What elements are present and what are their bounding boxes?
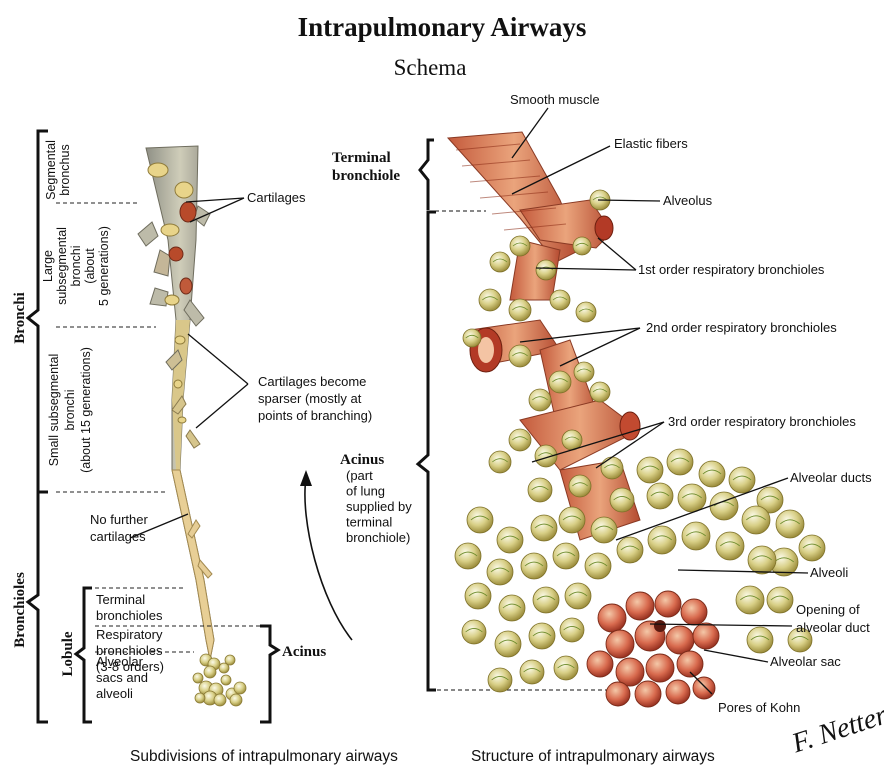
acinus-arrowhead	[300, 470, 312, 486]
large-subsegmental-label: Largesubsegmentalbronchi(about5 generati…	[41, 226, 111, 306]
alveolar-sac-chamber	[626, 592, 654, 620]
alveolar-duct-opening	[654, 620, 666, 632]
small-subsegmental-label: Small subsegmentalbronchi(about 15 gener…	[47, 347, 93, 473]
smooth-muscle-label-line: Smooth muscle	[510, 92, 600, 107]
alveolar-sac-chamber	[587, 651, 613, 677]
alveolar-sac-chamber	[693, 623, 719, 649]
acinus-note-line: terminal	[346, 515, 392, 530]
diagram-subtitle: Schema	[394, 55, 467, 80]
large-subsegmental-label-line: subsegmental	[55, 227, 69, 305]
alveolar-sac-chamber	[666, 626, 694, 654]
second-order-label-line: 2nd order respiratory bronchioles	[646, 320, 837, 335]
first-order-label: 1st order respiratory bronchioles	[638, 262, 825, 277]
bronchi-label: Bronchi	[12, 292, 28, 343]
first-order-label-line: 1st order respiratory bronchioles	[638, 262, 825, 277]
alveolar-sacs-label-line: alveoli	[96, 686, 133, 701]
small-subsegmental-label-line: (about 15 generations)	[79, 347, 93, 473]
no-further-cartilages-label-line: cartilages	[90, 529, 146, 544]
alveolar-sac-chamber	[666, 680, 690, 704]
left-labels: CartilagesCartilages become sparser (most…	[90, 190, 372, 701]
brackets-right	[418, 140, 436, 690]
alveolar-sacs-label-line: sacs and	[96, 670, 148, 685]
alveolar-ducts-label: Alveolar ducts	[790, 470, 872, 485]
signature: F. Netter M.D.	[787, 680, 884, 760]
diagram-title: Intrapulmonary Airways	[298, 12, 587, 42]
cartilages-sparser-label-line: points of branching)	[258, 408, 372, 423]
cartilages-label-line: Cartilages	[247, 190, 306, 205]
cartilages-sparser-label: Cartilages become sparser (mostly at point…	[258, 374, 372, 423]
cartilages-label: Cartilages	[247, 190, 306, 205]
alveolar-sac-label: Alveolar sac	[770, 654, 841, 669]
acinus-label-left: Acinus	[282, 644, 326, 660]
acinus-note-line: supplied by	[346, 499, 412, 514]
acinus-arrow	[305, 478, 352, 640]
large-subsegmental-label-line: 5 generations)	[97, 226, 111, 306]
small-subsegmental-label-text: Small subsegmentalbronchi(about 15 gener…	[47, 347, 93, 473]
third-order-label: 3rd order respiratory bronchioles	[668, 414, 856, 429]
respiratory-bronchioles-label-line: Respiratory	[96, 627, 163, 642]
pores-of-kohn-label: Pores of Kohn	[718, 700, 800, 715]
smooth-muscle-label: Smooth muscle	[510, 92, 600, 107]
terminal-bronchiole-label-line: Terminal	[332, 150, 391, 166]
elastic-fibers-label-line: Elastic fibers	[614, 136, 688, 151]
opening-label: Opening of alveolar duct	[796, 602, 870, 635]
alveolar-sac-chamber	[655, 591, 681, 617]
vertical-subdivision-labels: SegmentalbronchusLargesubsegmentalbronch…	[41, 140, 111, 473]
acinus-note-line: of lung	[346, 484, 385, 499]
alveolar-sac-chamber	[606, 630, 634, 658]
small-subsegmental-label-line: bronchi	[63, 390, 77, 431]
lobule-label: Lobule	[60, 631, 76, 676]
acinus-note-line: bronchiole)	[346, 530, 410, 545]
large-subsegmental-label-line: bronchi	[69, 246, 83, 287]
terminal-bronchiole-label-line: bronchiole	[332, 168, 400, 184]
large-subsegmental-label-line: Large	[41, 250, 55, 282]
acinus-label-right-line: Acinus	[340, 452, 384, 468]
cartilages-sparser-label-line: sparser (mostly at	[258, 391, 362, 406]
alveoli-label: Alveoli	[810, 565, 848, 580]
no-further-cartilages-label: No further cartilages	[90, 512, 148, 544]
alveolar-sac-chamber	[677, 651, 703, 677]
alveolar-sacs-label: Alveolarsacs andalveoli	[96, 654, 148, 701]
alveolus-label-line: Alveolus	[663, 193, 713, 208]
opening-label-line: alveolar duct	[796, 620, 870, 635]
second-order-label: 2nd order respiratory bronchioles	[646, 320, 837, 335]
alveolar-sacs-label-line: Alveolar	[96, 654, 144, 669]
alveolar-sac-chamber	[681, 599, 707, 625]
terminal-bronchioles-label-line: Terminal	[96, 592, 145, 607]
acinus-label-right: Acinus	[340, 452, 384, 468]
right-caption: Structure of intrapulmonary airways	[471, 748, 715, 765]
opening-label-line: Opening of	[796, 602, 860, 617]
segmental-bronchus-label-text: Segmentalbronchus	[44, 140, 72, 200]
alveolar-sac-chamber	[646, 654, 674, 682]
bronchioles-label: Bronchioles	[12, 572, 28, 648]
alveolar-sac-chamber	[606, 682, 630, 706]
terminal-bronchioles-label-line: bronchioles	[96, 608, 163, 623]
left-caption: Subdivisions of intrapulmonary airways	[130, 748, 398, 765]
elastic-fibers-label: Elastic fibers	[614, 136, 688, 151]
large-subsegmental-label-text: Largesubsegmentalbronchi(about5 generati…	[41, 226, 111, 306]
alveoli-label-line: Alveoli	[810, 565, 848, 580]
acinus-note-line: (part	[346, 468, 373, 483]
alveolar-sac-chamber	[598, 604, 626, 632]
small-subsegmental-label-line: Small subsegmental	[47, 354, 61, 467]
cartilages-sparser-label-line: Cartilages become	[258, 374, 366, 389]
alveolar-sac-label-line: Alveolar sac	[770, 654, 841, 669]
third-order-label-line: 3rd order respiratory bronchioles	[668, 414, 856, 429]
no-further-cartilages-label-line: No further	[90, 512, 148, 527]
alveolar-ducts-label-line: Alveolar ducts	[790, 470, 872, 485]
alveolar-sac-chamber	[693, 677, 715, 699]
segmental-bronchus-label: Segmentalbronchus	[44, 140, 72, 200]
terminal-bronchiole-label: Terminal bronchiole	[332, 150, 400, 184]
alveolus-label: Alveolus	[663, 193, 713, 208]
large-subsegmental-label-line: (about	[83, 248, 97, 284]
pores-of-kohn-label-line: Pores of Kohn	[718, 700, 800, 715]
segmental-bronchus-label-line: bronchus	[58, 144, 72, 195]
alveolar-sac-chamber	[635, 681, 661, 707]
segmental-bronchus-label-line: Segmental	[44, 140, 58, 200]
